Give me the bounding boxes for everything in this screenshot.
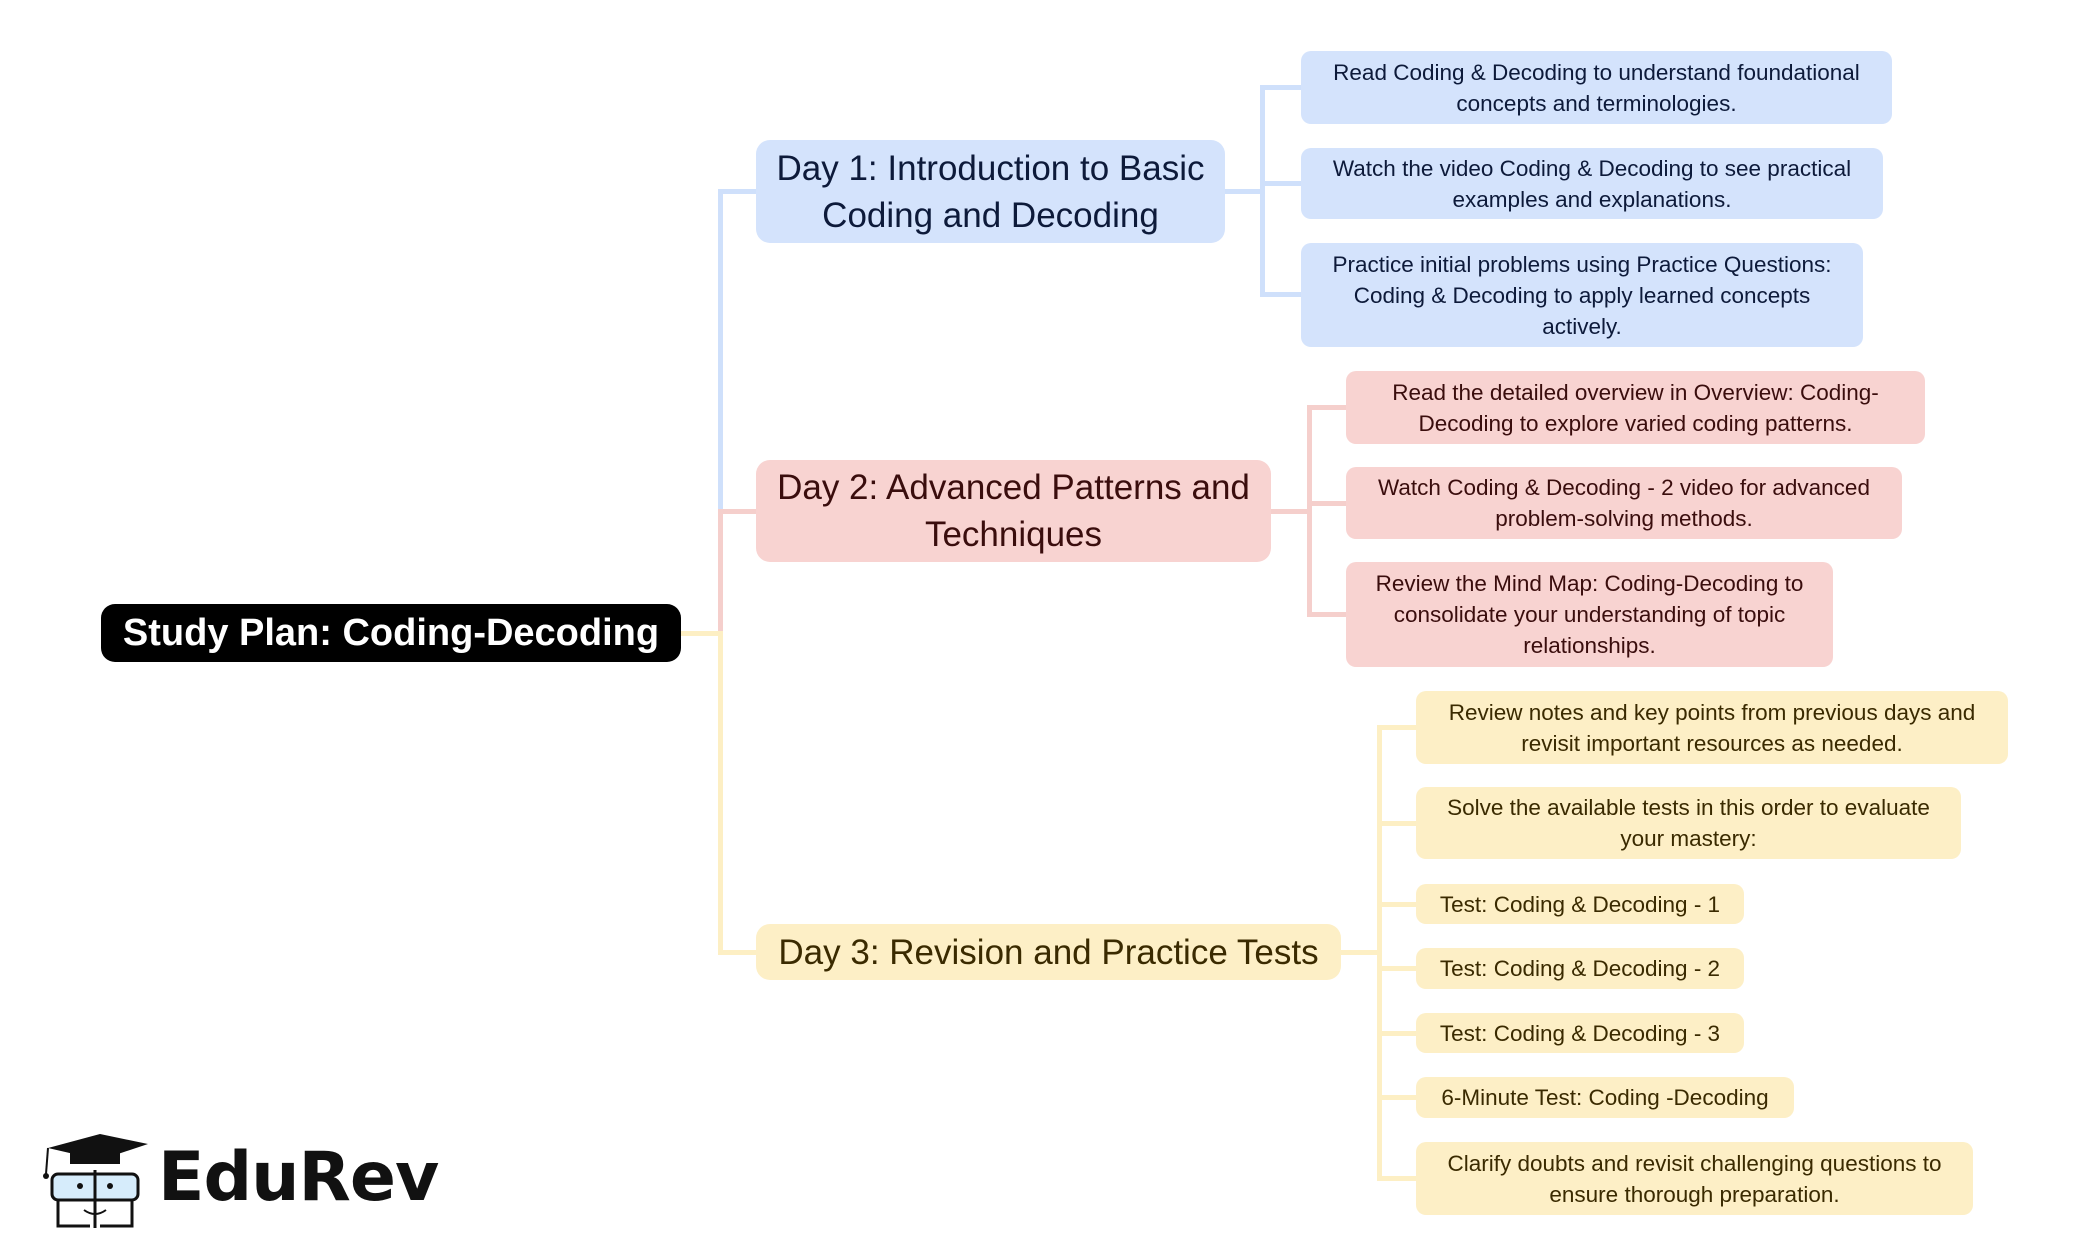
connector	[718, 189, 758, 194]
day-3-task[interactable]: Review notes and key points from previou…	[1416, 691, 2008, 764]
connector	[1377, 902, 1417, 907]
connector	[1307, 501, 1347, 506]
connector	[1377, 725, 1417, 730]
graduate-mascot-icon	[43, 1134, 148, 1228]
connector	[1307, 405, 1347, 410]
connector	[1260, 85, 1265, 297]
day-1-task[interactable]: Read Coding & Decoding to understand fou…	[1301, 51, 1892, 124]
connector	[1377, 1176, 1417, 1181]
day-3-task[interactable]: Solve the available tests in this order …	[1416, 787, 1961, 859]
connector	[1260, 181, 1302, 186]
day-3-test[interactable]: Test: Coding & Decoding - 3	[1416, 1013, 1744, 1053]
day-2-task[interactable]: Watch Coding & Decoding - 2 video for ad…	[1346, 467, 1902, 539]
connector	[1260, 85, 1302, 90]
connector	[1271, 509, 1311, 514]
connector	[718, 509, 758, 514]
day-3-test[interactable]: Test: Coding & Decoding - 2	[1416, 948, 1744, 989]
day-1-task[interactable]: Watch the video Coding & Decoding to see…	[1301, 148, 1883, 219]
connector	[681, 631, 722, 636]
connector	[1260, 292, 1302, 297]
connector	[1377, 1095, 1417, 1100]
day-1-task[interactable]: Practice initial problems using Practice…	[1301, 243, 1863, 347]
connector	[1307, 612, 1347, 617]
connector	[718, 509, 723, 633]
day-2-task[interactable]: Review the Mind Map: Coding-Decoding to …	[1346, 562, 1833, 667]
connector	[718, 631, 723, 954]
connector	[1225, 189, 1264, 194]
day-3-node[interactable]: Day 3: Revision and Practice Tests	[756, 924, 1341, 980]
day-3-test[interactable]: Test: Coding & Decoding - 1	[1416, 884, 1744, 924]
connector	[1341, 950, 1381, 955]
day-2-node[interactable]: Day 2: Advanced Patterns and Techniques	[756, 460, 1271, 562]
connector	[1307, 405, 1312, 617]
day-1-node[interactable]: Day 1: Introduction to Basic Coding and …	[756, 140, 1225, 243]
edurev-logo: EduRev	[40, 1130, 439, 1230]
connector	[1377, 725, 1382, 1181]
connector	[1377, 1031, 1417, 1036]
day-2-task[interactable]: Read the detailed overview in Overview: …	[1346, 371, 1925, 444]
logo-text: EduRev	[158, 1138, 439, 1217]
root-node[interactable]: Study Plan: Coding-Decoding	[101, 604, 681, 662]
connector	[1377, 821, 1417, 826]
day-3-test[interactable]: 6-Minute Test: Coding -Decoding	[1416, 1077, 1794, 1118]
connector	[1377, 966, 1417, 971]
day-3-task[interactable]: Clarify doubts and revisit challenging q…	[1416, 1142, 1973, 1215]
connector	[718, 950, 758, 955]
connector	[718, 189, 723, 511]
